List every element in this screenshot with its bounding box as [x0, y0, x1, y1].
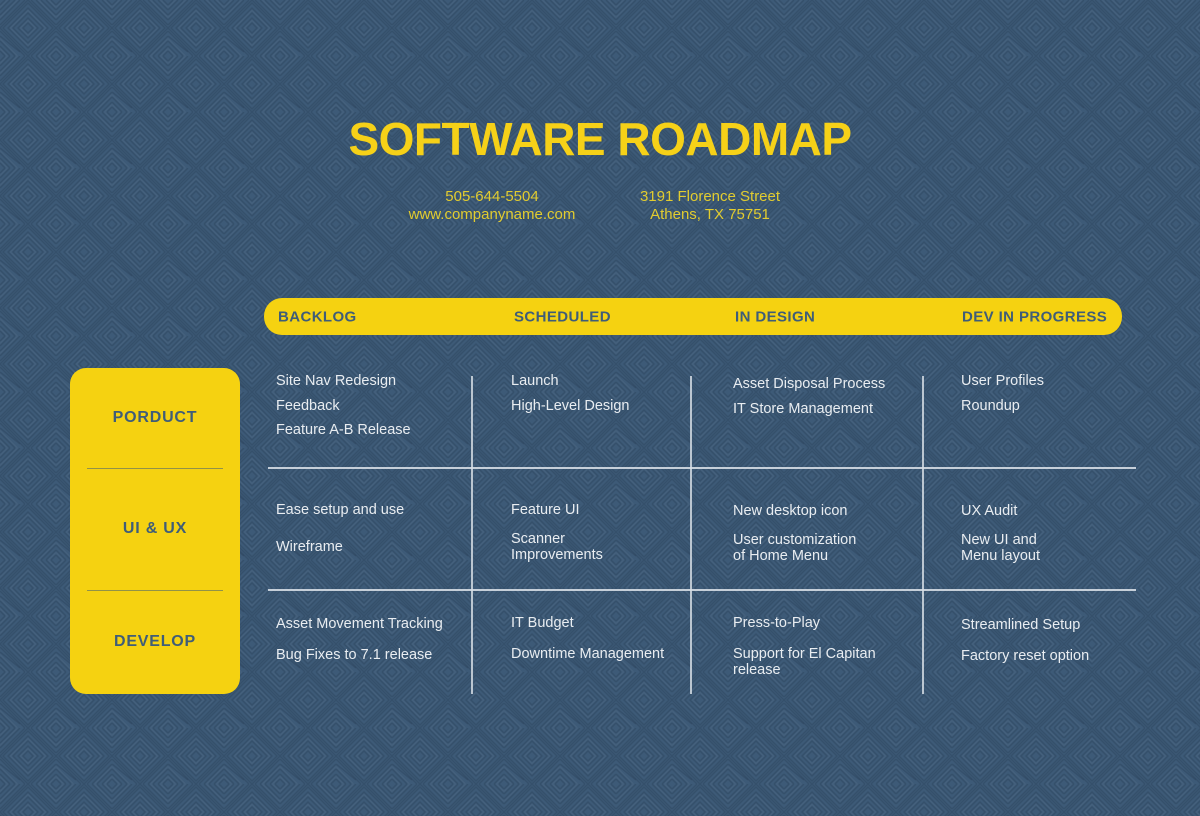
roadmap-item: New desktop icon — [733, 503, 848, 519]
roadmap-item: Feedback — [276, 397, 340, 414]
roadmap-item: Support for El Capitan release — [733, 645, 876, 679]
roadmap-item: High-Level Design — [511, 397, 630, 414]
cell-uiux-backlog: Ease setup and use Wireframe — [276, 502, 468, 567]
grid-horizontal-divider-1 — [268, 467, 1136, 469]
row-label-ui-ux: UI & UX — [70, 468, 240, 590]
roadmap-item: Streamlined Setup — [961, 617, 1081, 633]
roadmap-item: Scanner Improvements — [511, 530, 603, 564]
cell-develop-backlog: Asset Movement Tracking Bug Fixes to 7.1… — [276, 616, 468, 677]
row-label-develop: DEVELOP — [70, 590, 240, 694]
roadmap-item: Bug Fixes to 7.1 release — [276, 646, 433, 663]
column-header-scheduled: SCHEDULED — [514, 308, 611, 325]
sidebar-divider — [87, 468, 223, 469]
roadmap-item: Ease setup and use — [276, 502, 405, 518]
column-header-backlog: BACKLOG — [278, 308, 357, 325]
roadmap-item: New UI and Menu layout — [961, 531, 1040, 565]
cell-develop-scheduled: IT Budget Downtime Management — [511, 615, 686, 676]
row-label-ui-ux-text: UI & UX — [122, 520, 188, 537]
cell-product-in-design: Asset Disposal Process IT Store Manageme… — [733, 376, 918, 425]
grid-vertical-divider-1 — [471, 376, 473, 694]
column-header-in-design: IN DESIGN — [735, 308, 816, 325]
grid-vertical-divider-2 — [690, 376, 692, 694]
roadmap-item: Asset Disposal Process — [733, 376, 886, 392]
roadmap-item: Factory reset option — [961, 647, 1090, 664]
column-header-dev-in-progress: DEV IN PROGRESS — [962, 308, 1108, 325]
cell-product-backlog: Site Nav Redesign Feedback Feature A-B R… — [276, 373, 468, 447]
roadmap-item: Asset Movement Tracking — [276, 616, 443, 632]
roadmap-item: UX Audit — [961, 503, 1018, 519]
cell-develop-dev: Streamlined Setup Factory reset option — [961, 617, 1131, 678]
column-header-bar: BACKLOG SCHEDULED IN DESIGN DEV IN PROGR… — [264, 298, 1122, 335]
row-label-product-text: PORDUCT — [112, 409, 198, 426]
cell-uiux-dev: UX Audit New UI and Menu layout — [961, 503, 1131, 577]
roadmap-item: IT Budget — [511, 615, 574, 631]
roadmap-item: Site Nav Redesign — [276, 373, 397, 389]
contact-address-line2: Athens, TX 75751 — [650, 205, 770, 223]
contact-address-line1: 3191 Florence Street — [639, 188, 781, 205]
cell-uiux-scheduled: Feature UI Scanner Improvements — [511, 502, 686, 576]
row-label-develop-text: DEVELOP — [113, 633, 197, 650]
cell-develop-in-design: Press-to-Play Support for El Capitan rel… — [733, 615, 918, 693]
cell-uiux-in-design: New desktop icon User customization of H… — [733, 503, 918, 577]
roadmap-item: Launch — [511, 373, 559, 389]
roadmap-item: Wireframe — [276, 538, 343, 555]
roadmap-item: Feature UI — [511, 502, 580, 518]
contact-website: www.companyname.com — [408, 205, 576, 223]
contact-phone-web: 505-644-5504 www.companyname.com — [380, 188, 604, 223]
contact-phone: 505-644-5504 — [445, 188, 539, 205]
roadmap-item: Downtime Management — [511, 645, 665, 662]
roadmap-item: IT Store Management — [733, 400, 873, 417]
grid-horizontal-divider-2 — [268, 589, 1136, 591]
roadmap-item: Feature A-B Release — [276, 422, 411, 438]
grid-vertical-divider-3 — [922, 376, 924, 694]
row-label-panel: PORDUCT UI & UX DEVELOP — [70, 368, 240, 694]
cell-product-scheduled: Launch High-Level Design — [511, 373, 686, 422]
roadmap-item: User Profiles — [961, 373, 1044, 389]
row-label-product: PORDUCT — [70, 368, 240, 468]
cell-product-dev: User Profiles Roundup — [961, 373, 1131, 422]
roadmap-item: Press-to-Play — [733, 615, 821, 631]
roadmap-item: User customization of Home Menu — [733, 531, 857, 565]
page-title: SOFTWARE ROADMAP — [348, 113, 852, 165]
contact-address: 3191 Florence Street Athens, TX 75751 — [598, 188, 822, 223]
contact-info: 505-644-5504 www.companyname.com 3191 Fl… — [0, 188, 1200, 228]
roadmap-item: Roundup — [961, 397, 1020, 414]
sidebar-divider — [87, 590, 223, 591]
